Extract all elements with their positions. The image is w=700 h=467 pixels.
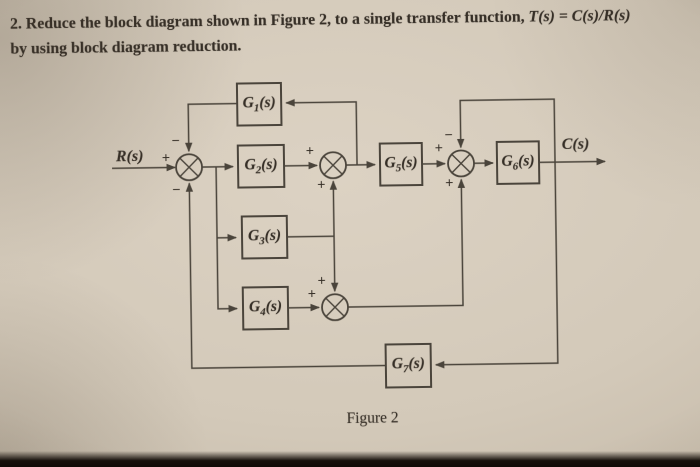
sj1-sign-bottom: − — [172, 182, 181, 199]
output-signal-label: C(s) — [561, 135, 590, 154]
block-g7: G7(s) — [384, 342, 433, 389]
wire-g7-to-sj1-bottom — [185, 182, 385, 369]
block-g1-label: G1(s) — [242, 93, 276, 115]
sj2-sign-bottom: + — [317, 177, 326, 194]
wire-c-feedback-to-sj3-top — [456, 98, 556, 163]
photo-edge-shadow — [0, 451, 700, 467]
block-g5-label: G5(s) — [384, 154, 418, 175]
sj3-sign-bottom: + — [445, 175, 454, 192]
wire-g1-to-sj1-top — [185, 102, 237, 153]
block-g6-label: G6(s) — [501, 152, 535, 173]
block-g5: G5(s) — [378, 141, 424, 187]
wire-c-feedback-to-g7 — [434, 162, 559, 369]
wire-g3-to-sj2-bottom — [329, 180, 338, 237]
summing-junction-2 — [319, 151, 347, 180]
block-g4-label: G4(s) — [248, 297, 283, 319]
wire-input-r — [112, 163, 177, 172]
sj3-sign-left: + — [434, 140, 444, 157]
sj3-sign-top: − — [444, 127, 453, 144]
block-g3: G3(s) — [240, 214, 289, 260]
summing-junction-4 — [321, 293, 349, 322]
block-g6: G6(s) — [495, 140, 541, 185]
wire-takeoff-to-g4 — [215, 166, 239, 313]
sj2-sign-left: + — [305, 143, 315, 160]
input-signal-label: R(s) — [115, 147, 144, 166]
wire-sj4-to-sj3-bottom — [348, 178, 466, 308]
block-g3-label: G3(s) — [247, 226, 282, 248]
sj4-sign-left: + — [307, 286, 317, 303]
sj1-sign-left: + — [161, 150, 171, 167]
block-g4: G4(s) — [241, 285, 290, 331]
block-g7-label: G7(s) — [391, 355, 425, 376]
wire-takeoff-to-g1 — [285, 99, 358, 165]
summing-junction-1 — [175, 153, 203, 182]
summing-junction-3 — [447, 149, 475, 178]
block-g2-label: G2(s) — [244, 155, 278, 177]
block-g2: G2(s) — [236, 143, 286, 189]
wire-output-c — [540, 157, 607, 166]
wire-g3-out — [288, 235, 335, 238]
figure-caption: Figure 2 — [346, 409, 399, 428]
sj1-sign-top: − — [171, 133, 180, 150]
block-g1: G1(s) — [235, 81, 283, 127]
sj4-sign-top: + — [317, 273, 326, 290]
wire-g3-to-sj4-top — [330, 236, 339, 293]
